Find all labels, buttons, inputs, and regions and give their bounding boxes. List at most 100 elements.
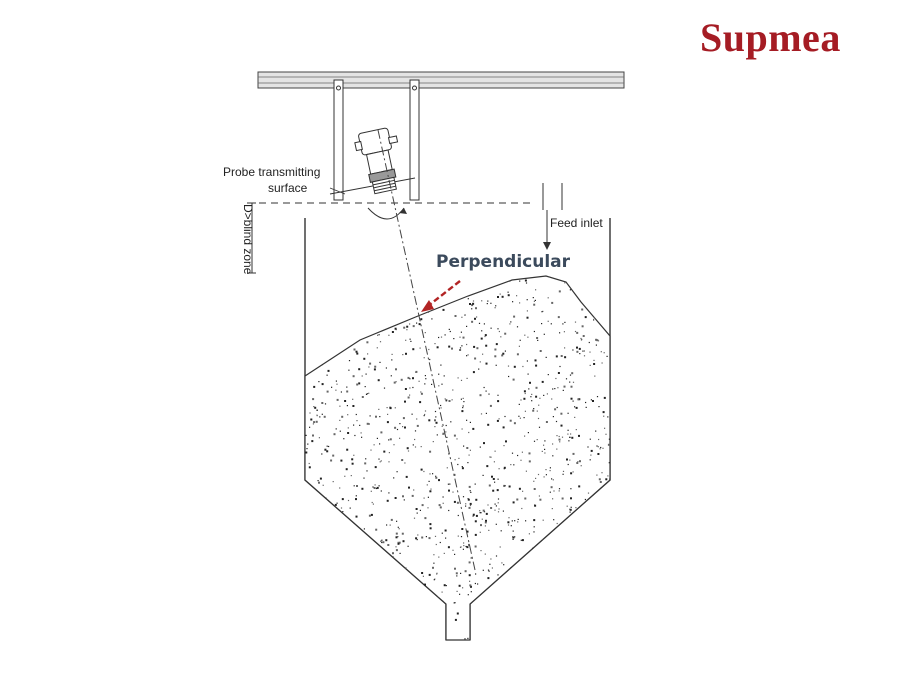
speckle-dot xyxy=(393,444,395,446)
speckle-dot xyxy=(497,502,499,504)
speckle-dot xyxy=(521,507,523,510)
speckle-dot xyxy=(326,594,328,597)
speckle-dot xyxy=(399,626,402,629)
speckle-dot xyxy=(397,279,399,282)
speckle-dot xyxy=(516,498,519,501)
speckle-dot xyxy=(520,399,522,401)
speckle-dot xyxy=(533,526,535,528)
speckle-dot xyxy=(374,302,377,305)
speckle-dot xyxy=(372,630,374,632)
speckle-dot xyxy=(563,331,565,333)
speckle-dot xyxy=(326,602,328,604)
speckle-dot xyxy=(340,391,342,393)
speckle-dot xyxy=(403,499,405,501)
speckle-dot xyxy=(463,445,465,447)
speckle-dot xyxy=(345,468,348,471)
speckle-dot xyxy=(326,450,329,453)
speckle-dot xyxy=(462,405,464,407)
speckle-dot xyxy=(376,437,378,439)
speckle-dot xyxy=(372,318,374,320)
speckle-dot xyxy=(305,433,306,436)
speckle-dot xyxy=(539,350,542,352)
speckle-dot xyxy=(607,535,609,537)
speckle-dot xyxy=(512,501,515,504)
speckle-dot xyxy=(327,347,330,349)
speckle-dot xyxy=(497,511,500,513)
speckle-dot xyxy=(483,511,486,513)
speckle-dot xyxy=(407,295,410,298)
speckle-dot xyxy=(607,608,610,611)
speckle-dot xyxy=(515,582,518,585)
speckle-dot xyxy=(364,535,366,537)
speckle-dot xyxy=(348,596,350,598)
speckle-dot xyxy=(444,637,446,639)
speckle-dot xyxy=(388,313,391,316)
speckle-dot xyxy=(581,284,584,287)
speckle-dot xyxy=(552,416,554,418)
speckle-dot xyxy=(373,555,375,557)
speckle-dot xyxy=(552,498,554,500)
speckle-dot xyxy=(601,362,603,364)
speckle-dot xyxy=(525,568,527,570)
speckle-dot xyxy=(423,357,425,359)
speckle-dot xyxy=(514,638,517,640)
speckle-dot xyxy=(543,394,545,396)
speckle-dot xyxy=(560,424,563,427)
speckle-dot xyxy=(596,308,599,310)
speckle-dot xyxy=(507,365,510,367)
speckle-dot xyxy=(366,422,369,425)
speckle-dot xyxy=(439,541,441,544)
speckle-dot xyxy=(507,294,510,297)
speckle-dot xyxy=(328,618,330,620)
speckle-dot xyxy=(497,598,500,601)
speckle-dot xyxy=(480,284,482,286)
speckle-dot xyxy=(555,420,558,423)
speckle-dot xyxy=(521,539,524,542)
speckle-dot xyxy=(576,632,579,635)
speckle-dot xyxy=(445,301,447,303)
speckle-dot xyxy=(533,300,535,302)
speckle-dot xyxy=(340,589,343,592)
speckle-dot xyxy=(581,338,583,340)
speckle-dot xyxy=(436,638,438,640)
speckle-dot xyxy=(411,413,413,415)
speckle-dot xyxy=(580,294,583,297)
speckle-dot xyxy=(355,413,357,416)
speckle-dot xyxy=(549,550,551,552)
speckle-dot xyxy=(322,272,324,274)
speckle-dot xyxy=(414,286,416,288)
speckle-dot xyxy=(412,386,414,389)
speckle-dot xyxy=(370,550,372,552)
speckle-dot xyxy=(409,378,411,380)
speckle-dot xyxy=(318,437,320,439)
speckle-dot xyxy=(356,485,358,487)
speckle-dot xyxy=(497,328,499,330)
speckle-dot xyxy=(434,343,436,345)
speckle-dot xyxy=(388,492,390,494)
speckle-dot xyxy=(373,601,375,603)
speckle-dot xyxy=(414,438,416,441)
speckle-dot xyxy=(470,557,472,559)
speckle-dot xyxy=(453,434,456,437)
speckle-dot xyxy=(595,277,597,280)
speckle-dot xyxy=(566,505,568,507)
speckle-dot xyxy=(602,447,604,449)
speckle-dot xyxy=(364,386,366,388)
speckle-dot xyxy=(536,589,538,591)
speckle-dot xyxy=(307,625,309,627)
speckle-dot xyxy=(416,512,418,514)
speckle-dot xyxy=(321,413,323,415)
speckle-dot xyxy=(348,298,351,301)
speckle-dot xyxy=(489,456,491,458)
speckle-dot xyxy=(319,477,322,480)
speckle-dot xyxy=(440,404,442,407)
speckle-dot xyxy=(399,552,401,554)
speckle-dot xyxy=(321,605,323,607)
speckle-dot xyxy=(345,314,347,316)
speckle-dot xyxy=(524,618,526,620)
speckle-dot xyxy=(606,572,609,575)
speckle-dot xyxy=(592,531,594,533)
speckle-dot xyxy=(520,459,522,461)
speckle-dot xyxy=(503,468,505,470)
speckle-dot xyxy=(405,352,407,355)
